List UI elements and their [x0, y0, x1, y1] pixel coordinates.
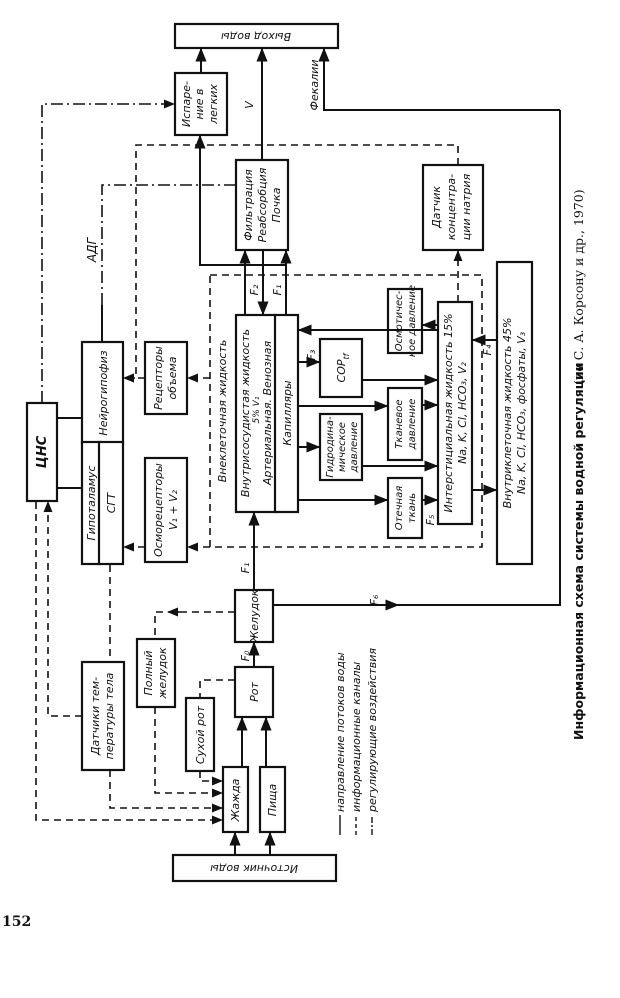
f5-label: F₅	[424, 515, 437, 526]
full-stomach-label-1: Полный	[142, 650, 155, 695]
neurohypophysis-label: Нейрогипофиз	[97, 350, 110, 435]
edematous-tissue-label-1: Отечная	[394, 486, 405, 530]
information-channel-lines	[35, 144, 483, 825]
intravascular-label-2: 5% V₁	[252, 396, 262, 423]
volume-receptors-label-2: объема	[166, 356, 179, 399]
f3-label: F₃	[305, 349, 318, 360]
thirst-box	[221, 765, 250, 834]
f6-label: F₆	[368, 594, 381, 605]
caption-source: (по С. А. Корсону и др., 1970)	[571, 189, 586, 385]
neurohypophysis-box	[80, 340, 125, 446]
osmotic-pressure-label-1: Осмотичес-	[394, 290, 405, 351]
intravascular-label-1: Внутрисосудистая жидкость	[239, 329, 252, 497]
capillaries-label: Капилляры	[281, 380, 294, 446]
intracellular-fluid-label-1: Внутриклеточная жидкость 45%	[501, 318, 514, 509]
legend-dashdot-label: регулирующие воздействия	[366, 648, 379, 813]
legend: направление потоков воды информационные …	[334, 648, 379, 835]
water-output-box	[173, 22, 340, 50]
lung-evaporation-label-3: легких	[207, 84, 220, 125]
edematous-tissue-box	[386, 476, 424, 540]
water-flow-lines	[57, 47, 561, 855]
edematous-tissue-label-2: ткань	[407, 493, 418, 524]
volume-receptors-label-1: Рецепторы	[152, 346, 165, 410]
body-temp-sensors-label-2: пературы тела	[103, 672, 116, 759]
lung-evaporation-label-2: ние в	[193, 88, 206, 119]
f2-label: F₂	[248, 284, 261, 295]
food-label: Пища	[266, 783, 279, 816]
interstitial-fluid-box	[436, 300, 474, 526]
stomach-box	[233, 588, 275, 644]
f1-label-stomach: F₁	[239, 563, 252, 574]
water-source-label: Источник воды	[210, 862, 298, 875]
hypothalamus-label: Гипоталамус	[85, 466, 98, 541]
block-labels: Выход воды Источник воды Испаре- ние в л…	[35, 30, 528, 875]
full-stomach-label-2: желудок	[156, 647, 169, 700]
v-label: V	[243, 100, 256, 109]
kidney-label-2: Реабсорбция	[256, 167, 269, 242]
sodium-sensor-label-1: Датчик	[430, 186, 443, 229]
intravascular-label-3: Артериальная. Венозная	[261, 340, 274, 486]
intracellular-fluid-box	[495, 260, 534, 566]
osmoreceptors-label-2: V₁ + V₂	[167, 489, 180, 530]
sgt-box	[97, 440, 125, 566]
stomach-label: Желудок	[248, 589, 261, 643]
feces-label: Фекалии	[308, 60, 321, 111]
hydrodynamic-pressure-label-1: Гидродина-	[325, 416, 336, 478]
lung-evaporation-label-1: Испаре-	[180, 81, 193, 127]
f4-label: F₄	[481, 344, 494, 355]
legend-dashed-label: информационные каналы	[350, 661, 363, 812]
f1-label-kidney: F₁	[271, 285, 284, 296]
hydrodynamic-pressure-box	[318, 412, 364, 482]
full-stomach-box	[135, 637, 177, 709]
intracellular-fluid-label-2: Na, K, Cl, HCO₃, фосфаты, V₃	[515, 331, 528, 494]
body-temp-sensors-label-1: Датчики тем-	[89, 677, 102, 756]
cns-box	[25, 401, 59, 503]
mouth-label: Рот	[248, 682, 261, 702]
mouth-box	[233, 665, 275, 719]
extracellular-fluid-label: Внеклеточная жидкость	[216, 340, 229, 483]
kidney-label-3: Почка	[270, 187, 283, 222]
figure-caption: Информационная схема системы водной регу…	[571, 189, 586, 740]
cop-box	[318, 337, 364, 399]
tissue-pressure-box	[386, 386, 424, 462]
osmoreceptors-label-1: Осморецепторы	[152, 463, 165, 557]
sgt-label: СГТ	[105, 491, 118, 513]
page-number: 152	[2, 914, 32, 930]
sodium-sensor-label-3: ции натрия	[460, 173, 473, 240]
water-source-box	[171, 853, 338, 883]
hydrodynamic-pressure-label-2: мическое	[337, 422, 348, 472]
sodium-sensor-box	[421, 163, 485, 252]
kidney-box	[234, 158, 290, 252]
thirst-label: Жажда	[229, 778, 242, 822]
osmoreceptors-box	[143, 456, 189, 564]
kidney-label-1: Фильтрация	[242, 169, 255, 241]
cns-label: ЦНС	[35, 435, 50, 468]
tissue-pressure-label-1: Тканевое	[394, 399, 405, 448]
water-output-label: Выход воды	[221, 30, 291, 43]
regulating-action-lines	[41, 99, 236, 403]
cop-label: COPtf	[335, 352, 351, 382]
interstitial-fluid-label-1: Интерстициальная жидкость 15%	[442, 313, 455, 512]
flow-labels: АДГ V Фекалии F₀ F₁ F₂ F₁ F₃ F₄ F₅ F₆	[85, 60, 494, 662]
caption-title: Информационная схема системы водной регу…	[571, 362, 586, 740]
adh-label: АДГ	[85, 237, 99, 264]
interstitial-fluid-label-2: Na, K, Cl, HCO₃, V₂	[456, 361, 469, 463]
sodium-sensor-label-2: концентра-	[445, 174, 458, 240]
f0-label: F₀	[239, 650, 252, 661]
osmotic-pressure-label-2: кое давление	[407, 285, 418, 357]
hydrodynamic-pressure-label-3: давление	[349, 422, 360, 474]
tissue-pressure-label-2: давление	[407, 399, 418, 451]
dry-mouth-label: Сухой рот	[194, 705, 207, 764]
legend-solid-label: направление потоков воды	[334, 652, 347, 812]
